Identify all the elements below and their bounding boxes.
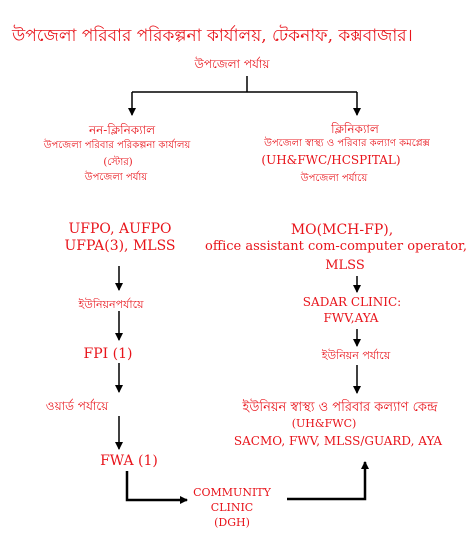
clinical-staff-line3: MLSS xyxy=(325,258,365,273)
ward-level: ওয়ার্ড পর্যায়ে xyxy=(45,399,109,413)
clinical-complex-abbr: (UH&FWC/HCSPITAL) xyxy=(261,153,401,167)
clinical-staff-line2: office assistant com-computer operator, xyxy=(205,239,467,254)
union-center-staff: SACMO, FWV, MLSS/GUARD, AYA xyxy=(233,434,443,448)
nonclinical-staff-line1: UFPO, AUFPO xyxy=(68,221,172,237)
community-clinic-line2: CLINIC xyxy=(210,501,254,514)
top-level-label: উপজেলা পর্যায় xyxy=(194,57,270,71)
sadar-clinic-line2: FWV,AYA xyxy=(323,311,379,325)
page-title: উপজেলা পরিবার পরিকল্পনা কার্যালয়, টেকনা… xyxy=(12,26,413,46)
sadar-clinic-line1: SADAR CLINIC: xyxy=(302,295,402,309)
union-center: ইউনিয়ন স্বাস্থ্য ও পরিবার কল্যাণ কেন্দ্… xyxy=(242,400,438,415)
right-union-level: ইউনিয়ন পর্যায়ে xyxy=(321,349,391,362)
nonclinical-store: (স্টোর) xyxy=(103,157,133,168)
nonclinical-staff-line2: UFPA(3), MLSS xyxy=(64,238,176,254)
left-union-level: ইউনিয়নপর্যায়ে xyxy=(78,298,144,311)
clinical-complex: উপজেলা স্বাস্থ্য ও পরিবার কল্যাণ কমপ্লেক… xyxy=(264,138,430,149)
community-clinic-line1: COMMUNITY xyxy=(193,486,271,499)
union-center-abbr: (UH&FWC) xyxy=(291,417,357,430)
community-clinic-line3: (DGH) xyxy=(214,516,250,529)
nonclinical-heading: নন-ক্লিনিক্যাল xyxy=(88,123,156,137)
clinical-heading: ক্লিনিক্যাল xyxy=(331,122,379,136)
fwa-label: FWA (1) xyxy=(100,453,158,469)
arrow-community-to-center xyxy=(287,461,369,501)
arrow-fwa-to-community xyxy=(125,471,188,504)
clinical-staff-line1: MO(MCH-FP), xyxy=(290,222,394,238)
clinical-level: উপজেলা পর্যায়ে xyxy=(300,173,368,184)
nonclinical-office: উপজেলা পরিবার পরিকল্পনা কার্যালয় xyxy=(43,140,191,151)
fpi-label: FPI (1) xyxy=(83,346,133,362)
nonclinical-level: উপজেলা পর্যায় xyxy=(84,172,148,183)
